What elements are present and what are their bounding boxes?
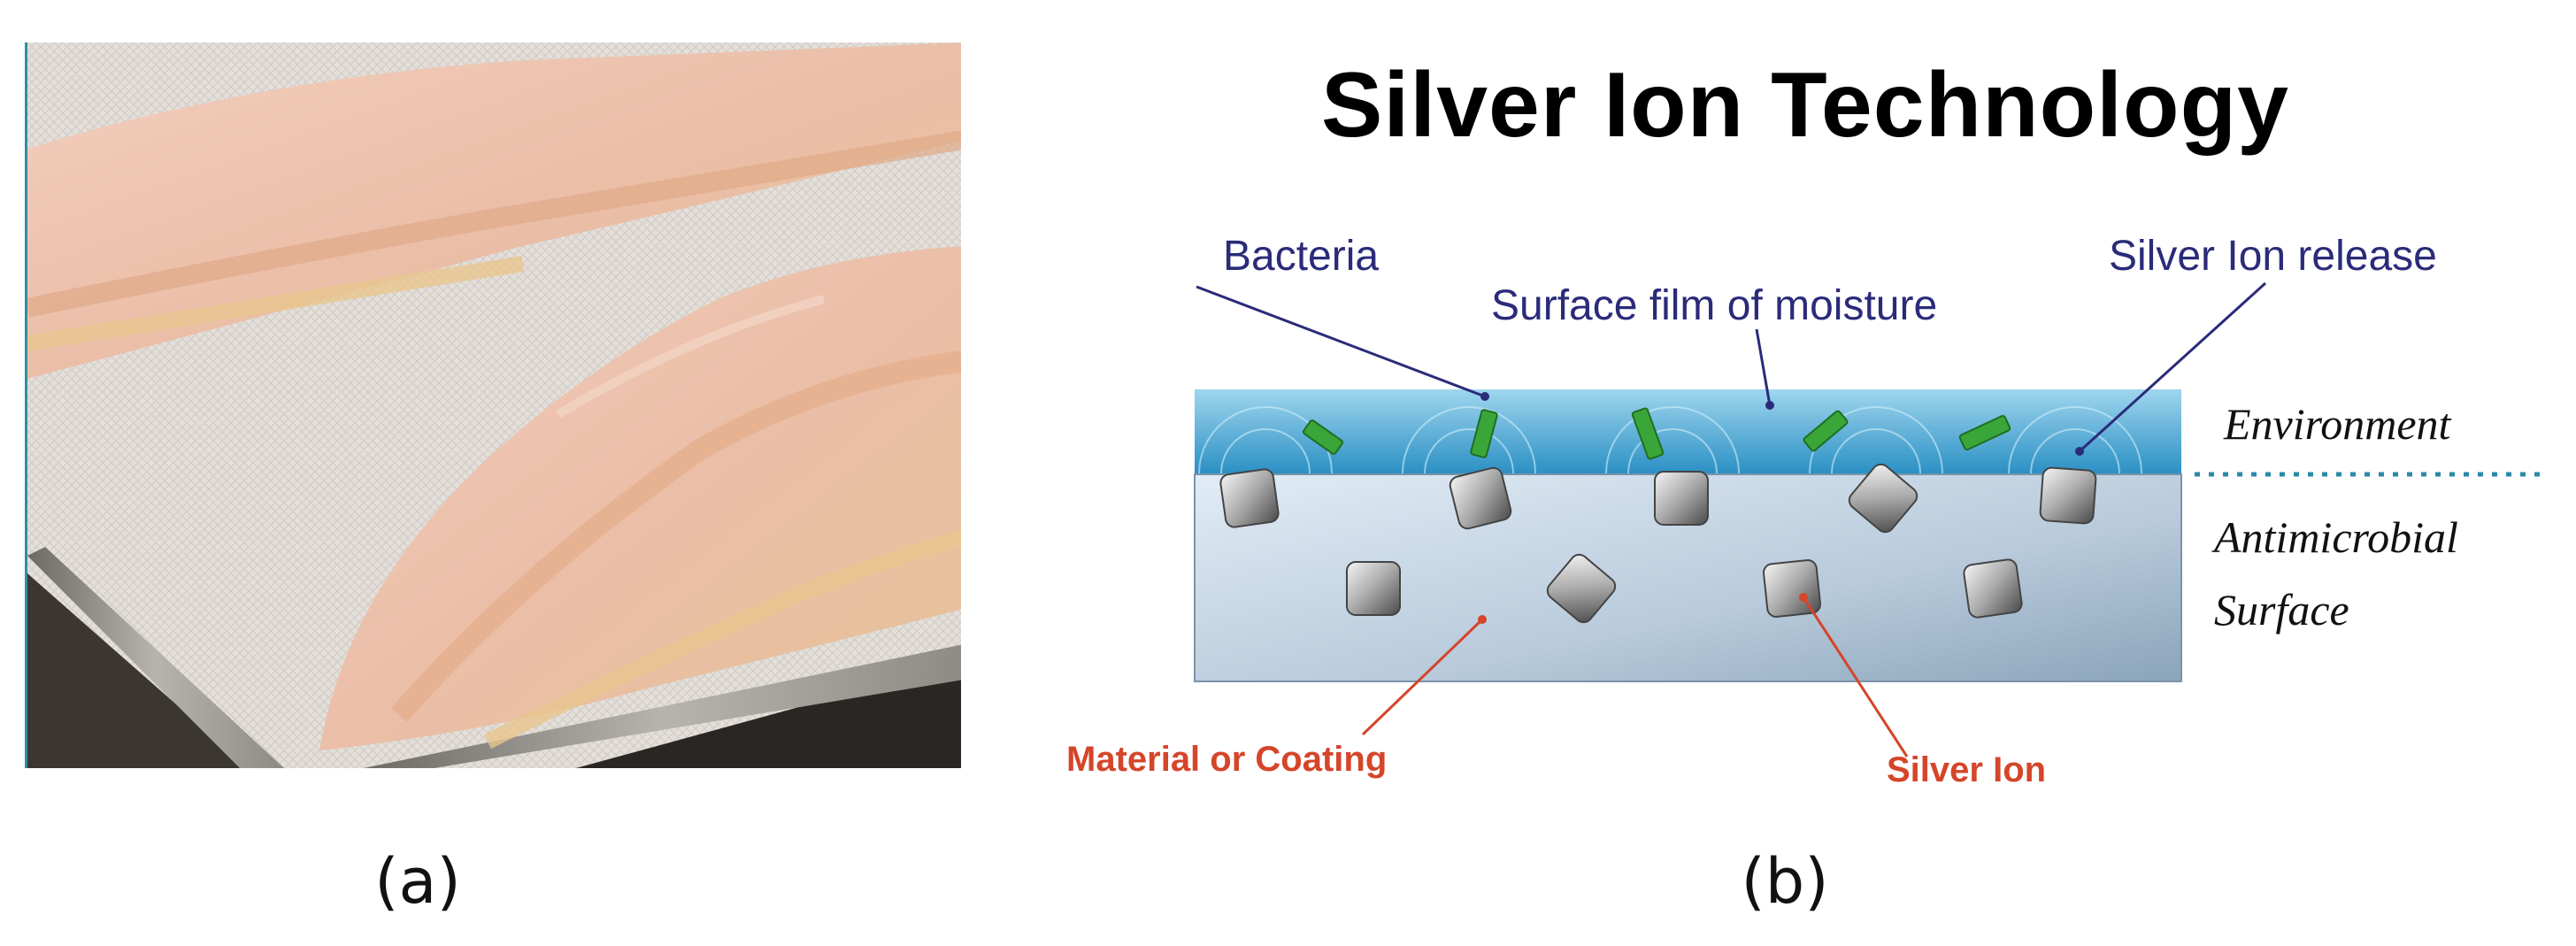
bacteria-icon bbox=[1803, 410, 1849, 452]
bacteria-pointer bbox=[1196, 285, 1486, 398]
silver-ion-cube-icon bbox=[1848, 463, 1919, 534]
silver-ion-diagram: Silver Ion Technology bbox=[973, 0, 2576, 885]
antimicrobial-surface-label: Antimicrobial Surface bbox=[2214, 501, 2458, 646]
silver-ion-cube-icon bbox=[1654, 471, 1709, 526]
silver-ion-cube-icon bbox=[1546, 553, 1617, 624]
fish-fillet-photo bbox=[25, 42, 961, 768]
caption-a: (a) bbox=[374, 845, 461, 918]
diagram-title: Silver Ion Technology bbox=[1321, 54, 2289, 157]
bacteria-label: Bacteria bbox=[1223, 233, 1380, 280]
bacteria-icon bbox=[1302, 419, 1344, 455]
bacteria-icon bbox=[1958, 414, 2011, 451]
antimicrobial-label-line2: Surface bbox=[2214, 585, 2349, 635]
diagram-graphic bbox=[1194, 281, 2549, 758]
fish-fillet-image bbox=[27, 42, 961, 768]
silver-ion-release-label: Silver Ion release bbox=[2109, 233, 2437, 280]
silver-ion-cube-icon bbox=[2039, 466, 2097, 525]
bacteria-icon bbox=[1631, 407, 1665, 460]
bacteria-icon bbox=[1470, 409, 1498, 458]
silver-ion-cube-icon bbox=[1219, 468, 1280, 528]
material-pointer bbox=[1361, 618, 1484, 736]
material-coating-label: Material or Coating bbox=[1066, 740, 1388, 779]
silver-ion-cube-icon bbox=[1963, 558, 2023, 619]
silver-ion-cube-icon bbox=[1449, 466, 1512, 530]
silver-ion-cube-icon bbox=[1346, 561, 1401, 616]
surface-film-label: Surface film of moisture bbox=[1491, 282, 1938, 329]
antimicrobial-label-line1: Antimicrobial bbox=[2214, 512, 2458, 562]
environment-label: Environment bbox=[2224, 399, 2451, 449]
silver-ion-label: Silver Ion bbox=[1887, 750, 2047, 789]
caption-b: (b) bbox=[1741, 845, 1829, 918]
surface-film-pointer bbox=[1755, 328, 1772, 406]
silver-ion-release-pointer bbox=[2078, 281, 2267, 453]
silver-ion-pointer bbox=[1802, 596, 1909, 758]
